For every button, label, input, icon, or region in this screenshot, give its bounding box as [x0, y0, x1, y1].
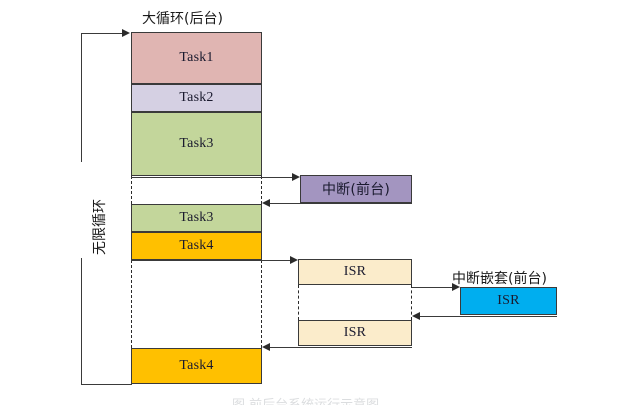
loop-label: 无限循环 — [92, 199, 108, 255]
task-block-task3-first: Task3 — [131, 112, 262, 176]
loop-top-edge — [81, 33, 123, 34]
arrow-task-to-isr-line — [131, 260, 291, 261]
task-block-task2: Task2 — [131, 84, 262, 112]
task-block-task1: Task1 — [131, 32, 262, 84]
arrow-isr-to-nested-line — [412, 287, 453, 288]
arrow-isr-return-head — [262, 343, 270, 351]
suspend-gap-1-left — [131, 176, 132, 204]
figure-caption: 图 前后台系统运行示意图 — [232, 394, 379, 405]
suspend-gap-1-right — [261, 176, 262, 204]
isr-block-upper: ISR — [298, 259, 412, 285]
arrow-nested-return-line — [420, 316, 557, 317]
arrow-task-to-interrupt-line — [131, 177, 293, 178]
interrupt-block: 中断(前台) — [300, 175, 412, 203]
nested-isr-block: ISR — [460, 287, 557, 315]
task-block-task4-second: Task4 — [131, 348, 262, 384]
isr-block-lower: ISR — [298, 320, 412, 346]
arrow-task-to-interrupt-head — [292, 173, 300, 181]
arrow-interrupt-return-line — [270, 203, 412, 204]
arrow-isr-to-nested-head — [452, 283, 460, 291]
arrow-interrupt-return-head — [262, 199, 270, 207]
title-nested-interrupt: 中断嵌套(前台) — [452, 271, 547, 287]
title-background-loop: 大循环(后台) — [142, 11, 223, 27]
task-block-task3-second: Task3 — [131, 204, 262, 232]
isr-suspend-gap-left — [298, 285, 299, 320]
isr-suspend-gap-right — [411, 285, 412, 320]
arrow-isr-return-line — [270, 347, 412, 348]
arrow-task-to-isr-head — [290, 256, 298, 264]
loop-bottom-edge — [81, 384, 132, 385]
arrow-nested-return-head — [412, 312, 420, 320]
task-block-task4-first: Task4 — [131, 232, 262, 260]
loop-label-mask — [74, 162, 90, 258]
suspend-gap-2-left — [131, 260, 132, 348]
loop-entry-arrowhead — [122, 29, 130, 37]
suspend-gap-2-right — [261, 260, 262, 348]
